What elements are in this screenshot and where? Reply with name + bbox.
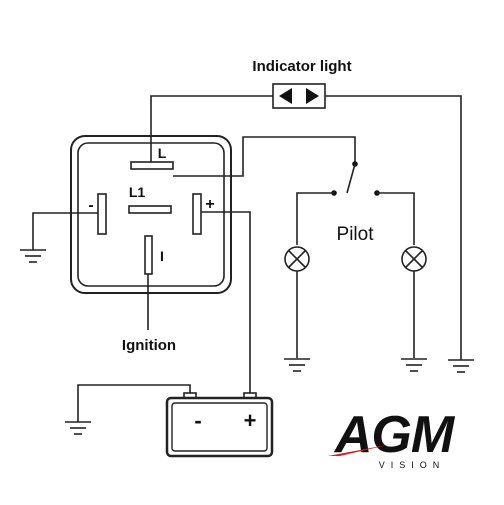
- lamp-left-icon: [284, 246, 310, 272]
- pilot-switch: [331, 161, 380, 196]
- pin-l1: [128, 205, 172, 214]
- wire-pilot-right: [377, 192, 415, 245]
- battery-minus-label: -: [194, 408, 201, 433]
- indicator-light-icon: [272, 83, 326, 109]
- brand-logo-text: AGM: [333, 406, 456, 464]
- wire-plus-battery: [201, 211, 251, 398]
- wire-l1: [173, 136, 356, 177]
- wire-indicator-left: [150, 95, 273, 163]
- flasher-relay: [70, 135, 232, 294]
- ground-left-icon: [20, 212, 98, 263]
- pin-i: [144, 235, 153, 275]
- ignition-label: Ignition: [122, 337, 176, 354]
- pin-l1-label: L1: [129, 184, 146, 200]
- pin-i-label: I: [160, 248, 164, 264]
- pin-minus: [97, 193, 107, 235]
- indicator-light-label: Indicator light: [252, 58, 351, 75]
- pin-minus-label: -: [88, 197, 93, 214]
- pin-l: [130, 161, 174, 170]
- wire-pilot-left: [296, 192, 334, 245]
- pin-plus: [192, 193, 202, 235]
- ground-battery-icon: [65, 384, 191, 435]
- pin-l-label: L: [158, 145, 167, 161]
- brand-logo-subtext: VISION: [379, 460, 446, 470]
- pilot-label: Pilot: [337, 224, 375, 245]
- battery-icon: [165, 392, 274, 458]
- pin-plus-label: +: [205, 196, 214, 213]
- ground-lamp-left-icon: [284, 358, 310, 372]
- wire-indicator-right: [325, 95, 462, 358]
- lamp-right-icon: [401, 246, 427, 272]
- ground-indicator-icon: [448, 359, 474, 373]
- brand-logo: AGM VISION: [328, 406, 457, 470]
- battery-plus-label: +: [244, 408, 257, 433]
- ground-lamp-right-icon: [401, 358, 427, 372]
